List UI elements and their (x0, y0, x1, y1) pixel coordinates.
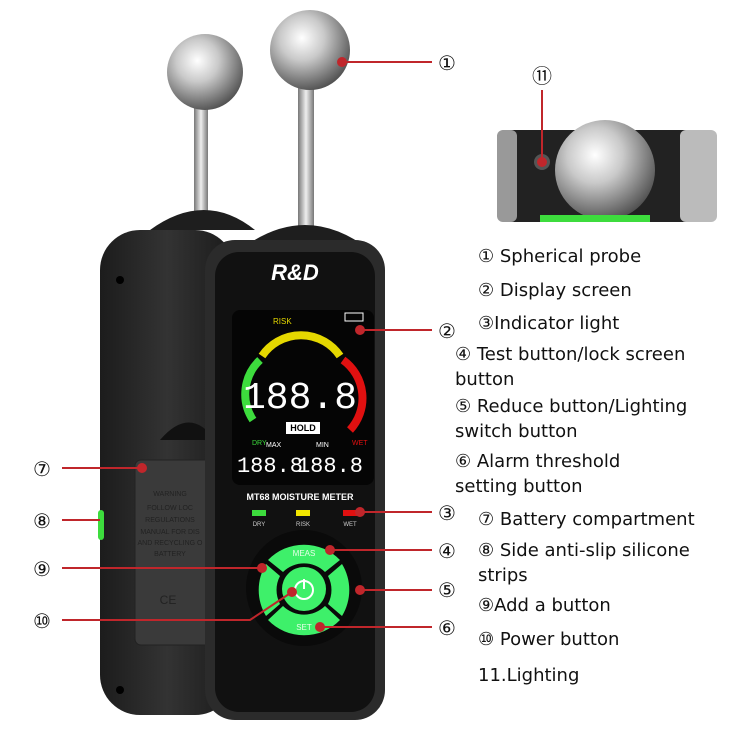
callout-10: ⑩ (33, 609, 51, 633)
legend-item-cont: switch button (455, 421, 578, 442)
legend-item: ⑤ Reduce button/Lighting (455, 396, 688, 417)
legend-item: ⑥ Alarm threshold (455, 451, 621, 472)
svg-text:MIN: MIN (316, 442, 329, 449)
legend-item: ⑨Add a button (478, 595, 611, 616)
meas-button[interactable] (268, 544, 340, 572)
ce-mark: CE (160, 593, 177, 607)
svg-text:SET: SET (296, 623, 312, 632)
reduce-lighting-button[interactable] (328, 564, 350, 616)
callout-5: ⑤ (438, 578, 456, 602)
svg-text:WET: WET (343, 522, 357, 528)
svg-text:WET: WET (352, 440, 368, 447)
legend-item: ⑦ Battery compartment (478, 509, 695, 530)
legend-item-cont: button (455, 369, 515, 390)
spherical-probe-back (167, 34, 243, 110)
callout-6: ⑥ (438, 616, 456, 640)
max-reading: 188.8 (237, 454, 303, 479)
lighting-inset (497, 120, 717, 222)
svg-text:DRY: DRY (252, 440, 267, 447)
legend-item-cont: strips (478, 565, 528, 586)
svg-text:MANUAL FOR DIS: MANUAL FOR DIS (140, 529, 200, 536)
svg-text:MEAS: MEAS (293, 549, 316, 558)
legend-item-cont: setting button (455, 476, 583, 497)
legend-item: ⑧ Side anti-slip silicone (478, 540, 690, 561)
front-device: R&D RISK 188.8 HOLD DRY WET MAX MIN 188.… (205, 10, 385, 720)
legend-item: ⑩ Power button (478, 629, 620, 650)
callout-2: ② (438, 319, 456, 343)
spherical-probe-front (270, 10, 350, 90)
min-reading: 188.8 (297, 454, 363, 479)
warning-text: WARNING (153, 491, 187, 498)
callout-1: ① (438, 51, 456, 75)
svg-text:RISK: RISK (296, 522, 310, 528)
callout-3: ③ (438, 501, 456, 525)
callout-11: ⑪ (532, 64, 552, 88)
model-label: MT68 MOISTURE METER (246, 492, 354, 502)
brand-logo: R&D (271, 260, 319, 285)
callout-8: ⑧ (33, 509, 51, 533)
callout-numbers: ① ② ③ ④ ⑤ ⑥ ⑦ ⑧ ⑨ ⑩ ⑪ (33, 51, 552, 640)
svg-text:BATTERY: BATTERY (154, 551, 186, 558)
legend-item: 11.Lighting (478, 665, 580, 686)
legend-item: ② Display screen (478, 280, 632, 301)
svg-text:DRY: DRY (253, 522, 266, 528)
callout-9: ⑨ (33, 557, 51, 581)
svg-text:RISK: RISK (273, 317, 292, 326)
main-reading: 188.8 (243, 377, 357, 420)
leader-lines (62, 57, 547, 632)
svg-text:FOLLOW LOC: FOLLOW LOC (147, 505, 193, 512)
button-pad: MEAS SET (246, 530, 362, 646)
legend-item: ④ Test button/lock screen (455, 344, 686, 365)
callout-7: ⑦ (33, 457, 51, 481)
svg-text:REGULATIONS: REGULATIONS (145, 517, 195, 524)
back-warning-text: WARNING FOLLOW LOC REGULATIONS MANUAL FO… (138, 491, 204, 607)
legend-item: ③Indicator light (478, 313, 620, 334)
legend-item: ① Spherical probe (478, 246, 642, 267)
svg-text:MAX: MAX (266, 442, 282, 449)
callout-4: ④ (438, 539, 456, 563)
indicator-lights: DRY RISK WET (252, 510, 357, 528)
svg-text:HOLD: HOLD (290, 423, 316, 433)
svg-text:AND RECYCLING O: AND RECYCLING O (138, 540, 204, 547)
